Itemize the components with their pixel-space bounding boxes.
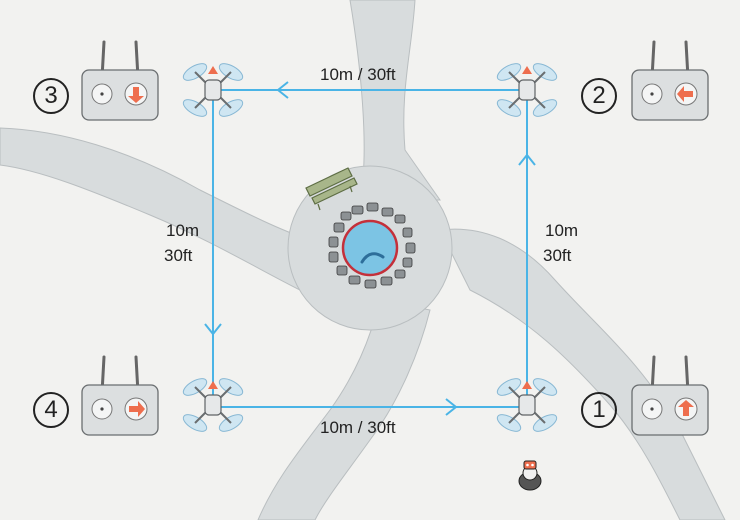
remote-controller-icon: [631, 355, 709, 436]
fountain-icon: [328, 202, 416, 289]
road-south: [257, 299, 431, 520]
path-arrow-top: [276, 81, 289, 99]
drone-icon: [496, 378, 558, 432]
remote-controller-icon: [81, 355, 159, 436]
step-number-1: 1: [581, 392, 617, 428]
remote-controller-icon: [81, 40, 159, 121]
path-arrow-left: [204, 323, 222, 336]
path-arrow-right: [518, 153, 536, 166]
drone-icon: [182, 63, 244, 117]
step-number-2: 2: [581, 78, 617, 114]
arrow-icon: [128, 87, 144, 103]
distance-label-right-feet: 30ft: [543, 246, 572, 265]
distance-label-left-meters: 10m: [166, 221, 200, 240]
drone-icon: [182, 378, 244, 432]
road-west: [0, 127, 311, 291]
step-number-3: 3: [33, 78, 69, 114]
path-arrow-bottom: [445, 398, 458, 416]
arrow-icon: [678, 400, 694, 416]
road-east: [439, 228, 726, 520]
bench-icon: [305, 167, 358, 211]
distance-label-right-meters: 10m: [545, 221, 579, 240]
arrow-icon: [129, 401, 145, 417]
step-number-4: 4: [33, 392, 69, 428]
distance-label-bottom: 10m / 30ft: [320, 418, 396, 437]
remote-controller-icon: [631, 40, 709, 121]
drone-icon: [496, 63, 558, 117]
pilot-icon: [518, 460, 542, 491]
distance-label-left-feet: 30ft: [164, 246, 193, 265]
arrow-icon: [677, 86, 693, 102]
flight-path: [204, 81, 536, 416]
distance-label-top: 10m / 30ft: [320, 65, 396, 84]
